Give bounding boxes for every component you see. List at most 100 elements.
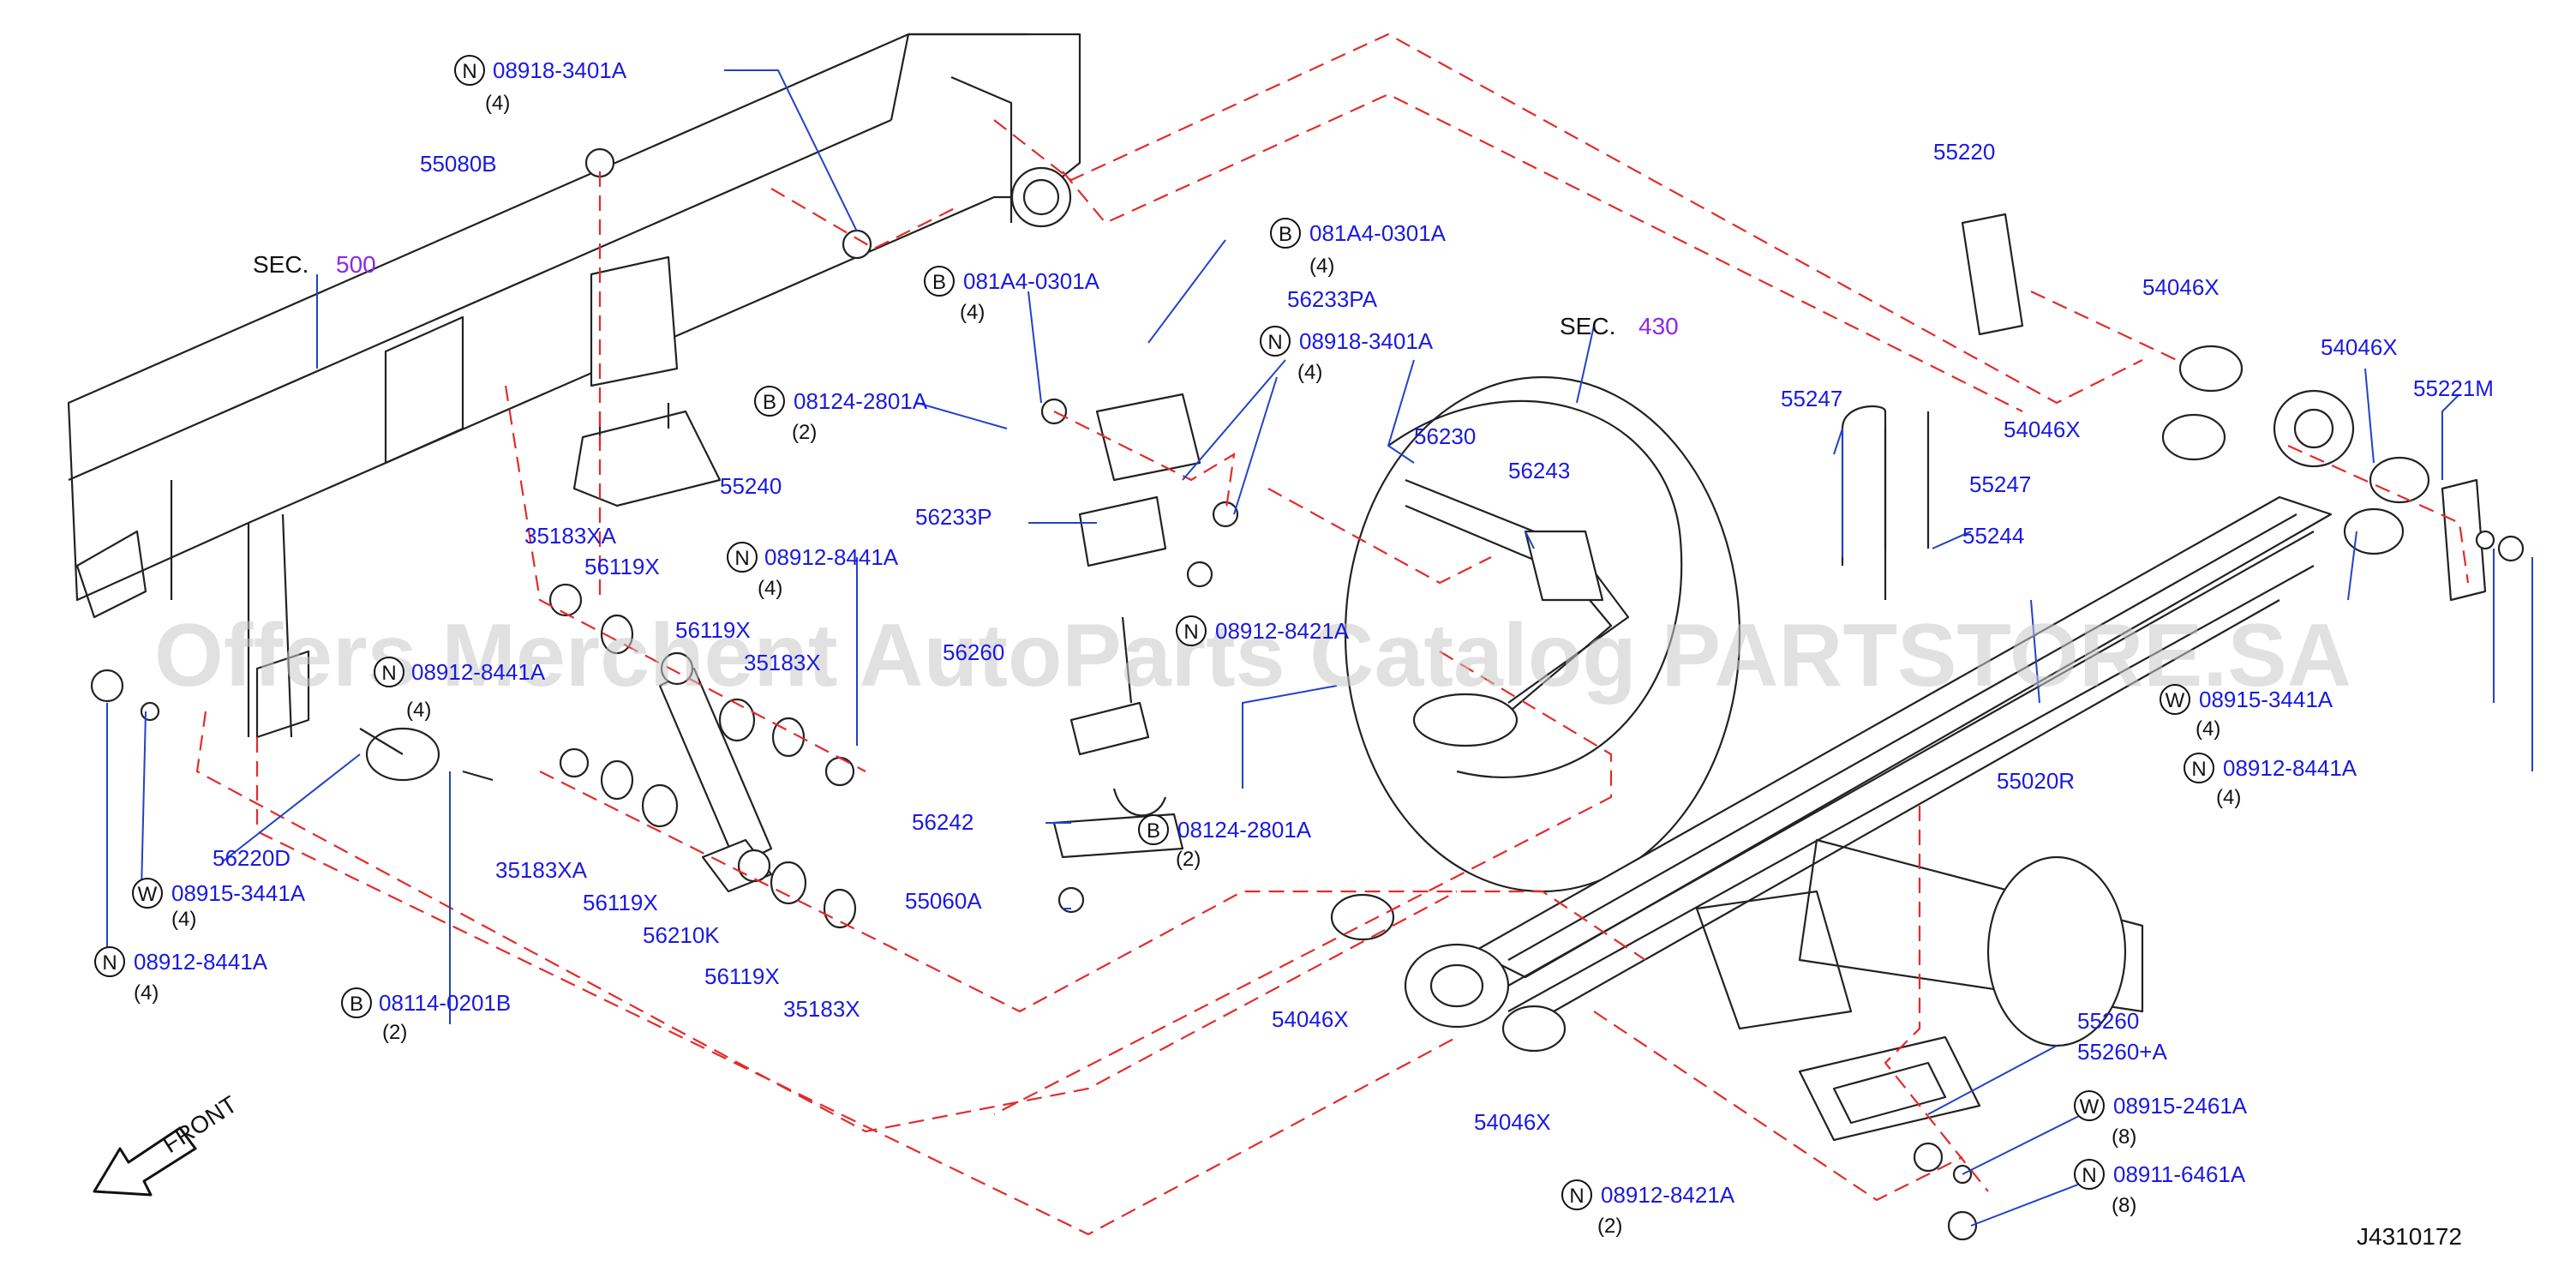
callout-number[interactable]: 08911-6461A [2113,1161,2246,1187]
part-label[interactable]: 56230 [1414,423,1476,449]
part-label[interactable]: 55240 [720,473,782,499]
part-label[interactable]: 35183XA [495,857,588,883]
part-label[interactable]: 35183X [744,650,821,675]
callout-badge [341,987,372,1018]
part-label[interactable]: 55221M [2413,375,2494,401]
part-label[interactable]: 55260 [2077,1008,2139,1034]
section-number[interactable]: 500 [336,251,376,278]
callout-qty: (4) [1297,361,1322,384]
callout-number[interactable]: 08915-2461A [2113,1093,2248,1119]
callout-qty: (2) [792,421,817,444]
callout[interactable]: W 08915-2461A (8) [2074,1090,2248,1149]
part-label[interactable]: 56242 [912,809,973,835]
bushings [1330,345,2430,1053]
callout[interactable]: N 08912-8421A (2) [1561,1179,1735,1238]
callout-number[interactable]: 08114-0201B [379,990,511,1016]
part-label[interactable]: 56119X [584,554,660,579]
front-arrow-icon [93,1126,197,1197]
part-label[interactable]: 55220 [1933,139,1995,165]
callout-number[interactable]: 08124-2801A [1177,817,1312,843]
part-label[interactable]: 56220D [213,845,291,871]
callout[interactable]: B 08124-2801A (2) [1138,814,1312,871]
callout-qty: (4) [134,981,159,1005]
part-label[interactable]: 54046X [1474,1109,1551,1135]
callout-qty: (2) [382,1021,407,1044]
callout-number[interactable]: 08915-3441A [2199,687,2333,712]
callout-badge [132,878,163,909]
callout-badge [1176,615,1207,646]
callout-number[interactable]: 08918-3401A [493,57,627,83]
callout[interactable]: N 08918-3401A (4) [1260,326,1434,384]
callout-number[interactable]: 08912-8441A [2223,755,2357,781]
callout[interactable]: N 08912-8421A [1176,615,1350,646]
callout-number[interactable]: 08912-8441A [764,544,899,570]
callout-qty: (8) [2112,1194,2136,1217]
callout[interactable]: N 08912-8441A (4) [2184,753,2357,809]
callout[interactable]: N 08918-3401A (4) [454,55,627,115]
text-layer: Offers Merchent AutoParts Catalog PARTST… [93,55,2494,1250]
callout-qty: (2) [1176,848,1201,871]
callout-badge-letter: N [2191,758,2206,781]
callout-badge-letter: N [1569,1185,1584,1208]
callout-qty: (4) [406,699,431,722]
callout[interactable]: W 08915-3441A (4) [132,878,306,931]
part-label[interactable]: 55020R [1997,768,2075,794]
part-label[interactable]: 56260 [943,639,1004,665]
callout-badge-letter: N [1267,331,1282,354]
callout[interactable]: B 081A4-0301A (4) [924,266,1100,324]
part-label[interactable]: 55247 [1969,471,2031,497]
callout-number[interactable]: 081A4-0301A [1309,220,1447,246]
callout-badge-letter: B [350,993,363,1016]
spring-bracket-55240 [572,255,722,507]
callout[interactable]: B 081A4-0301A (4) [1270,218,1447,278]
part-label[interactable]: 55080B [420,151,497,177]
part-label[interactable]: 56243 [1508,458,1570,483]
callout[interactable]: B 08124-2801A (2) [754,386,928,444]
callout[interactable]: B 08114-0201B (2) [341,987,511,1044]
callout[interactable]: N 08912-8441A (4) [727,542,899,600]
part-label[interactable]: 56119X [583,890,658,915]
callout-qty: (4) [960,301,985,324]
part-label[interactable]: 56119X [704,963,780,989]
part-label[interactable]: 56119X [675,617,751,643]
callout-number[interactable]: 08912-8421A [1215,618,1350,644]
leader-lines [106,69,2533,1227]
callout-badge-letter: N [462,60,476,83]
callout[interactable]: N 08911-6461A (8) [2074,1159,2246,1217]
callout-number[interactable]: 08912-8441A [411,659,546,685]
callout-number[interactable]: 08912-8441A [134,949,268,975]
callout-number[interactable]: 08915-3441A [171,880,306,906]
callout-number[interactable]: 08918-3401A [1299,328,1434,354]
part-label[interactable]: 35183XA [524,523,617,549]
part-label[interactable]: 54046X [2321,334,2398,360]
callout-badge [924,266,955,297]
callout-badge [94,946,125,977]
callout-badge [374,657,404,687]
part-label[interactable]: 55260+A [2077,1039,2167,1065]
part-label[interactable]: 55060A [905,888,982,914]
section-number[interactable]: 430 [1638,313,1679,339]
part-label[interactable]: 55247 [1781,386,1842,411]
callout[interactable]: N 08912-8441A (4) [94,946,268,1005]
part-label[interactable]: 54046X [1272,1006,1349,1032]
callout-badge [727,542,758,573]
shock-absorber-56210K [658,651,773,893]
callout-number[interactable]: 08124-2801A [794,388,928,414]
callout-badge-letter: B [1147,819,1160,843]
part-label[interactable]: 54046X [2004,417,2081,442]
part-label[interactable]: 55244 [1962,523,2024,549]
callout-badge [2074,1090,2105,1121]
callout-number[interactable]: 08912-8421A [1601,1182,1735,1208]
part-label[interactable]: 56233PA [1287,286,1378,312]
callout-badge [2160,684,2190,715]
assembly-lines [195,33,2470,1236]
callout-badge [2074,1159,2105,1190]
callout[interactable]: W 08915-3441A (4) [2160,684,2333,741]
part-label[interactable]: 54046X [2142,274,2220,300]
callout-number[interactable]: 081A4-0301A [963,268,1100,294]
part-label[interactable]: 56233P [915,504,992,530]
part-label[interactable]: 35183X [783,996,860,1022]
part-label[interactable]: 56210K [643,922,720,948]
callout[interactable]: N 08912-8441A (4) [374,657,546,722]
